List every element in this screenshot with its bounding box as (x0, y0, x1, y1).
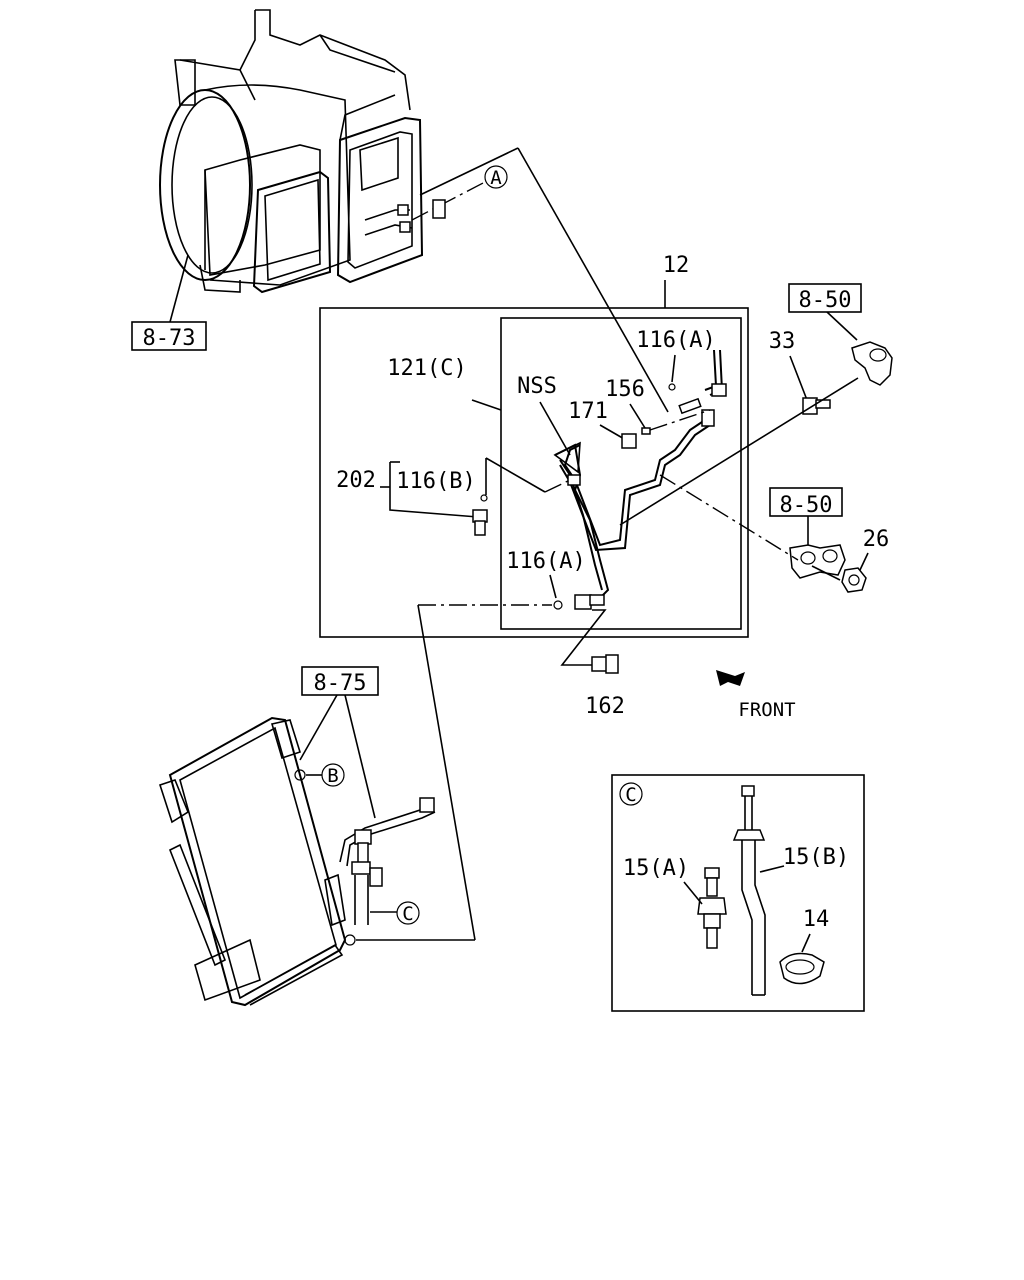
front-indicator: FRONT (716, 670, 796, 721)
part-116b-label: 116(B) (396, 469, 475, 494)
part-171-label: 171 (568, 399, 608, 424)
detail-c-panel: C 15(B) 15(A) 14 (611, 774, 865, 1012)
callout-a-letter: A (490, 167, 502, 189)
part-15b-label: 15(B) (783, 845, 849, 870)
nss-label: NSS (517, 374, 557, 399)
part-162: 162 (560, 609, 625, 719)
callout-b: B (306, 763, 345, 787)
part-12-label: 12 (663, 253, 690, 278)
part-26-label: 26 (863, 527, 890, 552)
ref-8-50-top-label: 8-50 (799, 288, 852, 313)
condenser-drawing: 8-75 (158, 666, 436, 1007)
callout-b-letter: B (327, 765, 338, 787)
ref-8-73-label: 8-73 (143, 326, 196, 351)
callout-a: A (411, 165, 508, 221)
part-116a-top-label: 116(A) (636, 328, 715, 353)
front-label: FRONT (738, 699, 795, 721)
evaporator-unit-drawing (159, 9, 424, 294)
detail-c-letter: C (625, 784, 636, 806)
pipe-assembly-frame: 12 121(C) NSS 116(A) 156 (319, 147, 749, 941)
ref-8-50-mid-label: 8-50 (780, 493, 833, 518)
part-162-label: 162 (585, 694, 625, 719)
ref-8-75-label: 8-75 (314, 671, 367, 696)
clamp-bottom: 8-50 26 (659, 474, 890, 593)
callout-c-letter: C (402, 903, 413, 925)
part-202-label: 202 (336, 468, 376, 493)
part-121c-label: 121(C) (387, 356, 466, 381)
part-33-label: 33 (769, 329, 796, 354)
clamp-top: 8-50 33 (619, 283, 893, 526)
part-156-label: 156 (605, 377, 645, 402)
part-116a-bottom-label: 116(A) (506, 549, 585, 574)
callout-c: C (356, 901, 475, 941)
part-14-label: 14 (803, 907, 830, 932)
ref-box-8-73: 8-73 (131, 254, 207, 351)
part-15a-label: 15(A) (623, 856, 689, 881)
front-arrow-icon (716, 670, 745, 686)
